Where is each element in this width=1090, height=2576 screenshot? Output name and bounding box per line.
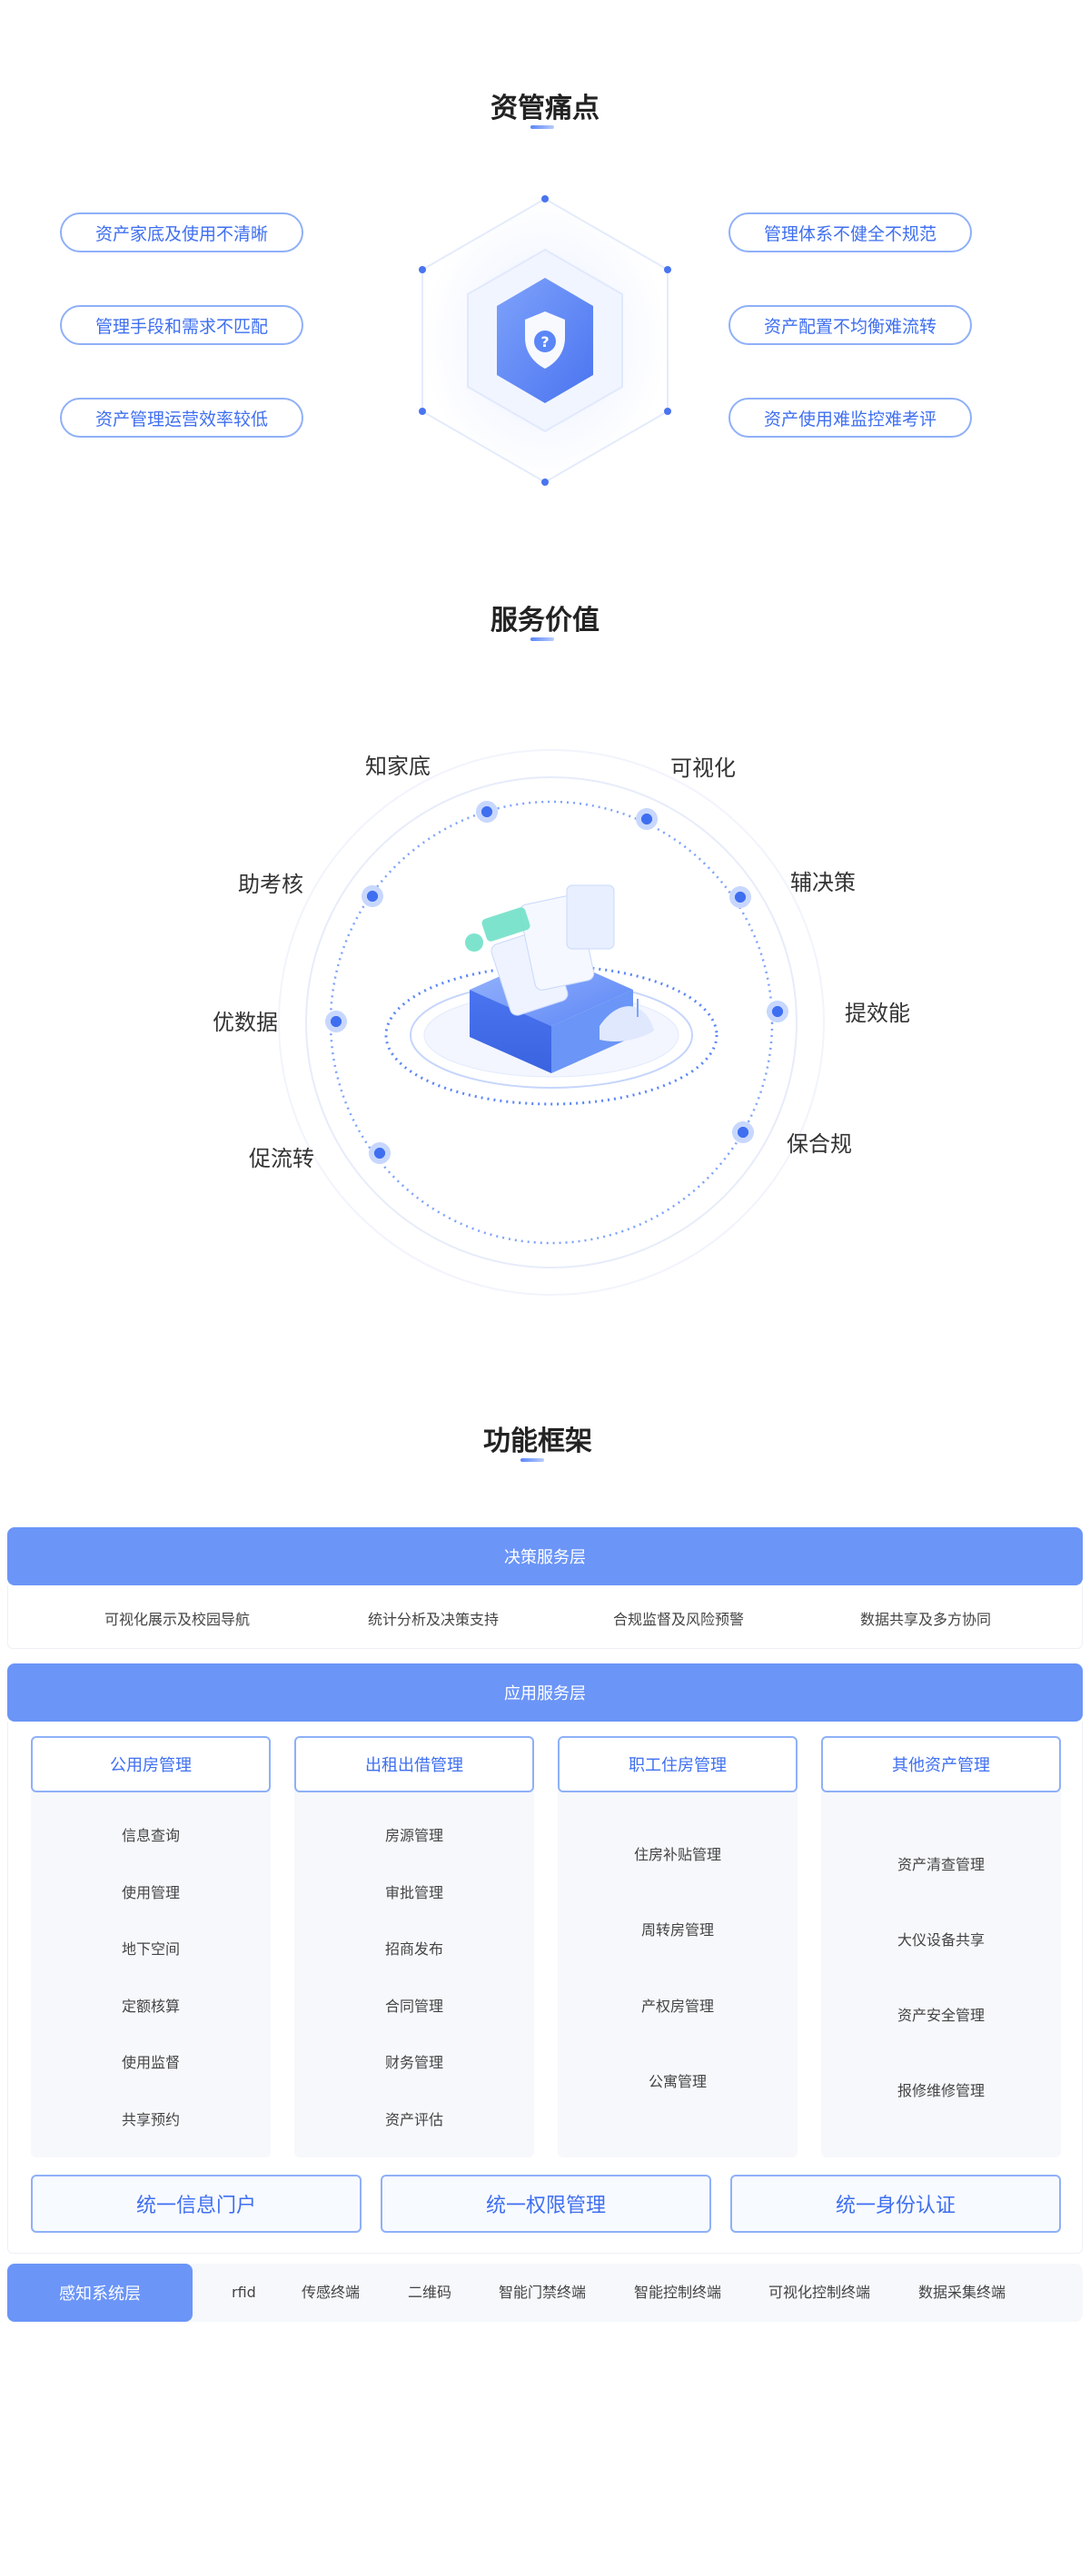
value-marker-zhijiadi: [474, 799, 500, 824]
module-item: 地下空间: [121, 1940, 180, 1958]
perception-item: 数据采集终端: [918, 2284, 1006, 2301]
pain-point-right-1: 管理体系不健全不规范: [728, 212, 972, 252]
framework-title-bar: [520, 1458, 544, 1462]
value-label-youshuju: 优数据: [213, 1010, 278, 1035]
framework-title: 功能框架: [483, 1426, 592, 1457]
module-rental-header: 出租出借管理: [294, 1736, 534, 1792]
perception-item: 智能门禁终端: [499, 2284, 587, 2301]
value-label-zhijiadi: 知家底: [365, 754, 431, 779]
perception-item: 可视化控制终端: [768, 2284, 871, 2301]
module-item: 信息查询: [121, 1827, 180, 1844]
value-marker-culiuzhuan: [367, 1140, 392, 1166]
perception-item: 智能控制终端: [634, 2284, 722, 2301]
module-item: 使用管理: [121, 1884, 180, 1901]
module-item: 公寓管理: [648, 2073, 707, 2090]
unified-permission-management: 统一权限管理: [381, 2175, 711, 2233]
pain-point-left-3: 资产管理运营效率较低: [60, 398, 303, 438]
pain-point-left-2: 管理手段和需求不匹配: [60, 305, 303, 345]
module-staff-housing-header: 职工住房管理: [558, 1736, 798, 1792]
module-rental-list: 房源管理 审批管理 招商发布 合同管理 财务管理 资产评估: [294, 1791, 534, 2157]
module-item: 审批管理: [384, 1884, 443, 1901]
service-value-title: 服务价值: [490, 605, 600, 637]
perception-layer-header: 感知系统层: [7, 2264, 193, 2322]
perception-item: rfid: [232, 2284, 256, 2301]
module-other-assets-list: 资产清查管理 大仪设备共享 资产安全管理 报修维修管理: [821, 1791, 1061, 2157]
module-staff-housing-list: 住房补贴管理 周转房管理 产权房管理 公寓管理: [558, 1791, 798, 2157]
perception-item: 二维码: [408, 2284, 452, 2301]
value-marker-zhukaohe: [360, 883, 385, 909]
module-item: 房源管理: [384, 1827, 443, 1844]
module-item: 住房补贴管理: [633, 1846, 721, 1863]
application-layer-header: 应用服务层: [7, 1663, 1083, 1722]
decision-item-4: 数据共享及多方协同: [859, 1611, 991, 1628]
module-item: 报修维修管理: [897, 2082, 985, 2099]
value-marker-baohegui: [730, 1120, 756, 1145]
service-value-title-bar: [530, 637, 554, 641]
svg-text:?: ?: [540, 333, 549, 350]
module-item: 周转房管理: [640, 1921, 714, 1939]
module-item: 大仪设备共享: [897, 1931, 985, 1949]
value-label-zhukaohe: 助考核: [238, 872, 303, 897]
decision-item-1: 可视化展示及校园导航: [104, 1611, 250, 1628]
pain-points-hexagon-graphic: ?: [419, 195, 671, 486]
decision-layer-header: 决策服务层: [7, 1527, 1083, 1585]
pain-point-right-2: 资产配置不均衡难流转: [728, 305, 972, 345]
perception-item: 传感终端: [302, 2284, 361, 2301]
module-item: 定额核算: [121, 1998, 180, 2015]
pain-points-title-bar: [530, 125, 554, 129]
unified-info-portal: 统一信息门户: [31, 2175, 362, 2233]
value-label-baohegui: 保合规: [787, 1131, 852, 1157]
value-marker-tixiaoneng: [765, 999, 790, 1024]
module-public-housing-header: 公用房管理: [31, 1736, 271, 1792]
module-other-assets-header: 其他资产管理: [821, 1736, 1061, 1792]
decision-item-2: 统计分析及决策支持: [367, 1611, 499, 1628]
value-label-fujuece: 辅决策: [790, 870, 856, 895]
module-item: 使用监督: [121, 2054, 180, 2071]
decision-item-3: 合规监督及风险预警: [612, 1611, 744, 1628]
module-item: 资产清查管理: [897, 1856, 985, 1873]
module-item: 共享预约: [121, 2111, 180, 2128]
service-value-orbit-graphic: [278, 749, 825, 1296]
pain-point-right-3: 资产使用难监控难考评: [728, 398, 972, 438]
value-marker-keshihua: [634, 806, 659, 832]
module-item: 资产评估: [384, 2111, 443, 2128]
value-label-culiuzhuan: 促流转: [249, 1146, 314, 1171]
value-label-keshihua: 可视化: [670, 755, 736, 781]
value-marker-youshuju: [323, 1009, 349, 1034]
module-item: 合同管理: [384, 1998, 443, 2015]
perception-layer: 感知系统层 rfid 传感终端 二维码 智能门禁终端 智能控制终端 可视化控制终…: [7, 2264, 1083, 2322]
unified-identity-auth: 统一身份认证: [730, 2175, 1061, 2233]
module-item: 资产安全管理: [897, 2007, 985, 2024]
module-item: 财务管理: [384, 2054, 443, 2071]
pain-point-left-1: 资产家底及使用不清晰: [60, 212, 303, 252]
value-marker-fujuece: [728, 884, 753, 910]
pain-points-title: 资管痛点: [490, 93, 600, 124]
module-public-housing-list: 信息查询 使用管理 地下空间 定额核算 使用监督 共享预约: [31, 1791, 271, 2157]
module-item: 招商发布: [384, 1940, 443, 1958]
module-item: 产权房管理: [640, 1998, 714, 2015]
decision-layer-body: 可视化展示及校园导航 统计分析及决策支持 合规监督及风险预警 数据共享及多方协同: [7, 1585, 1083, 1649]
value-label-tixiaoneng: 提效能: [845, 1001, 910, 1026]
